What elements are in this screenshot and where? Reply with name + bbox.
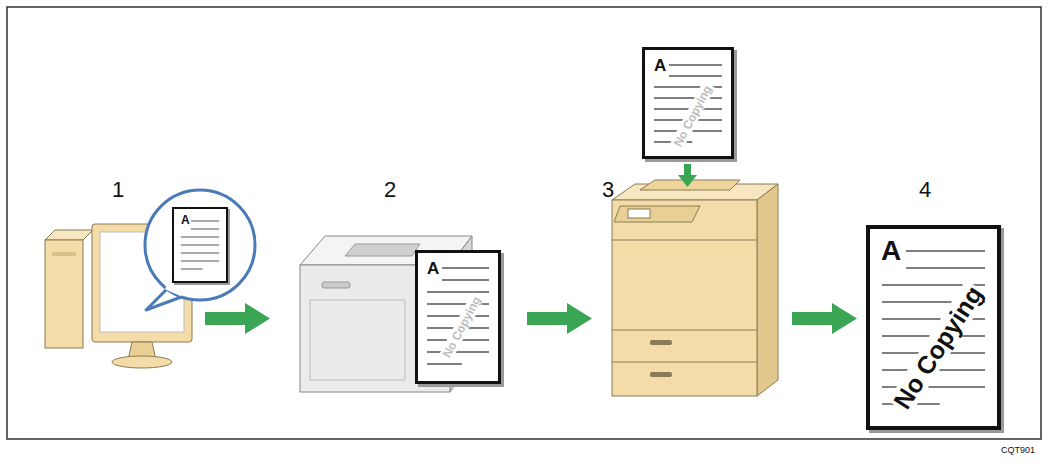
- flow-arrow: [205, 164, 857, 334]
- document-heading: A: [653, 57, 667, 74]
- watermark-text: No Copying: [670, 81, 716, 151]
- document-page: A No Copying: [415, 250, 501, 384]
- document-heading: A: [426, 260, 440, 277]
- callout-number: 4: [919, 179, 931, 201]
- watermark-text: No Copying: [887, 279, 988, 415]
- document-heading: A: [180, 214, 191, 226]
- document-heading: A: [880, 237, 902, 265]
- document-page: A: [172, 207, 228, 283]
- document-page: ANo Copying: [642, 47, 734, 159]
- callout-number: 1: [112, 179, 124, 201]
- document-page: A No Copying: [866, 225, 1001, 430]
- callout-number: 3: [602, 179, 614, 201]
- copier-icon: [612, 180, 778, 396]
- watermark-text: No Copying: [439, 292, 485, 362]
- figure-code: CQT901: [1001, 446, 1035, 455]
- frame-border: [7, 7, 1041, 439]
- callout-number: 2: [384, 179, 396, 201]
- speech-bubble: [145, 190, 255, 310]
